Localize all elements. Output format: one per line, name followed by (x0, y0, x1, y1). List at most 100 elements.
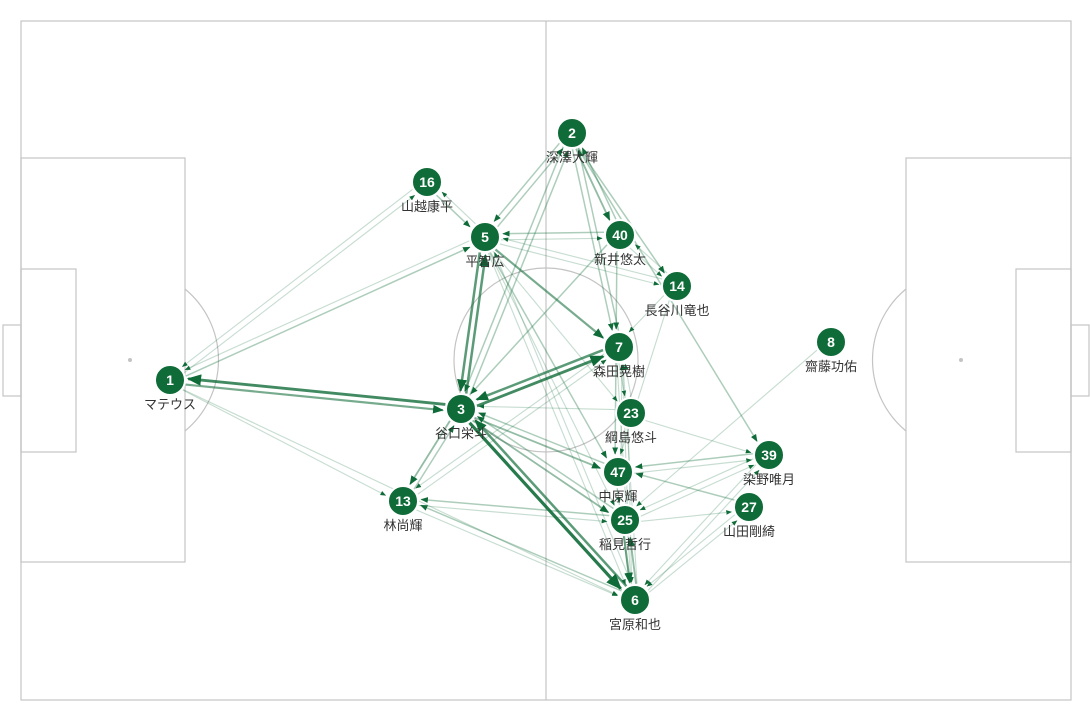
pass-edge-3-to-5 (464, 253, 489, 394)
player-number: 6 (631, 592, 639, 608)
player-name: 平智広 (465, 255, 504, 270)
player-node-5[interactable]: 5 平智広 (465, 221, 505, 270)
pass-edge-3-to-6 (468, 421, 622, 590)
right-goal-area (1015, 268, 1072, 453)
player-name: マテウス (144, 398, 196, 413)
pass-edge-6-to-25 (627, 536, 637, 584)
right-goal (1070, 324, 1090, 397)
pass-edge-16-to-5 (435, 194, 471, 228)
player-circle (387, 485, 419, 517)
player-name: 綱島悠斗 (605, 431, 657, 446)
pass-edge-14-to-5 (502, 237, 663, 280)
player-circle (619, 584, 651, 616)
pass-edge-25-to-3 (476, 415, 614, 510)
pass-edge-2-to-3 (464, 146, 564, 392)
pass-edge-14-to-7 (628, 295, 665, 333)
pass-edge-5-to-23 (492, 250, 618, 402)
pass-edge-5-to-40 (500, 236, 603, 241)
pass-edge-13-to-25 (418, 504, 608, 524)
pass-edge-3-to-47 (474, 416, 602, 469)
player-circle (445, 393, 477, 425)
pass-edge-2-to-14 (577, 147, 665, 274)
player-name: 長谷川竜也 (644, 304, 709, 319)
left-goal (2, 324, 22, 397)
pitch-lines (2, 20, 1090, 701)
pass-edge-5-to-47 (489, 252, 608, 459)
pass-edge-40-to-5 (502, 230, 605, 237)
player-circle (602, 456, 634, 488)
player-circle (556, 117, 588, 149)
player-node-27[interactable]: 27 山田剛綺 (723, 491, 775, 540)
pass-edge-7-to-3 (475, 348, 604, 401)
left-penalty-arc (184, 288, 220, 432)
player-node-6[interactable]: 6 宮原和也 (609, 584, 661, 633)
pass-edge-3-to-7 (476, 355, 605, 408)
right-penalty-spot (959, 358, 963, 362)
left-penalty-spot (128, 358, 132, 362)
pass-edge-16-to-1 (181, 188, 413, 368)
player-circle (469, 221, 501, 253)
pass-edges (181, 142, 818, 597)
player-circle (661, 270, 693, 302)
pass-edge-5-to-14 (499, 243, 660, 286)
pass-edge-6-to-13 (420, 504, 622, 592)
pass-edge-27-to-6 (646, 514, 736, 587)
player-number: 39 (761, 447, 777, 463)
player-nodes: 1マテウス2深澤大輝3谷口栄斗5平智広6宮原和也7森田晃樹8齋藤功佑13林尚輝1… (144, 117, 857, 633)
player-name: 山田剛綺 (723, 524, 775, 540)
player-circle (154, 364, 186, 396)
pass-edge-40-to-7 (613, 250, 620, 330)
pass-edge-6-to-27 (648, 520, 738, 593)
player-node-13[interactable]: 13 林尚輝 (383, 485, 423, 534)
pass-edge-6-to-3 (474, 419, 628, 588)
player-number: 27 (741, 499, 757, 515)
player-name: 谷口栄斗 (435, 427, 487, 442)
pass-edge-6-to-39 (647, 469, 760, 591)
player-number: 3 (457, 401, 465, 417)
pass-edge-2-to-40 (575, 148, 611, 221)
player-name: 森田晃樹 (593, 365, 645, 380)
right-penalty-arc (871, 288, 907, 432)
pass-edge-25-to-39 (640, 464, 755, 517)
player-number: 2 (568, 125, 576, 141)
left-goal-area (20, 268, 77, 453)
pass-edge-13-to-7 (417, 359, 607, 495)
pass-edge-2-to-5 (493, 142, 560, 222)
pass-edge-6-to-5 (494, 251, 633, 585)
pass-edge-1-to-3 (185, 383, 444, 414)
player-number: 13 (395, 493, 411, 509)
pass-edge-25-to-6 (622, 536, 633, 584)
player-name: 宮原和也 (609, 617, 661, 633)
player-node-14[interactable]: 14 長谷川竜也 (644, 270, 710, 319)
player-name: 山越康平 (401, 199, 453, 215)
player-node-3[interactable]: 3 谷口栄斗 (435, 393, 487, 442)
player-circle (815, 326, 847, 358)
pass-edge-23-to-39 (645, 419, 752, 454)
pass-edge-5-to-16 (441, 191, 476, 225)
pass-edge-39-to-47 (634, 453, 753, 470)
pass-edge-40-to-14 (629, 247, 663, 277)
pass-edge-7-to-13 (415, 353, 605, 489)
pass-edge-8-to-25 (636, 349, 818, 507)
pass-edge-47-to-3 (478, 412, 605, 464)
player-name: 新井悠太 (594, 252, 646, 268)
player-number: 5 (481, 229, 489, 245)
pass-edge-3-to-13 (409, 420, 451, 485)
pass-edge-3-to-25 (472, 419, 610, 514)
pass-edge-25-to-27 (641, 510, 732, 522)
player-name: 林尚輝 (383, 519, 422, 534)
player-number: 14 (669, 278, 685, 294)
pass-edge-23-to-3 (478, 404, 616, 411)
